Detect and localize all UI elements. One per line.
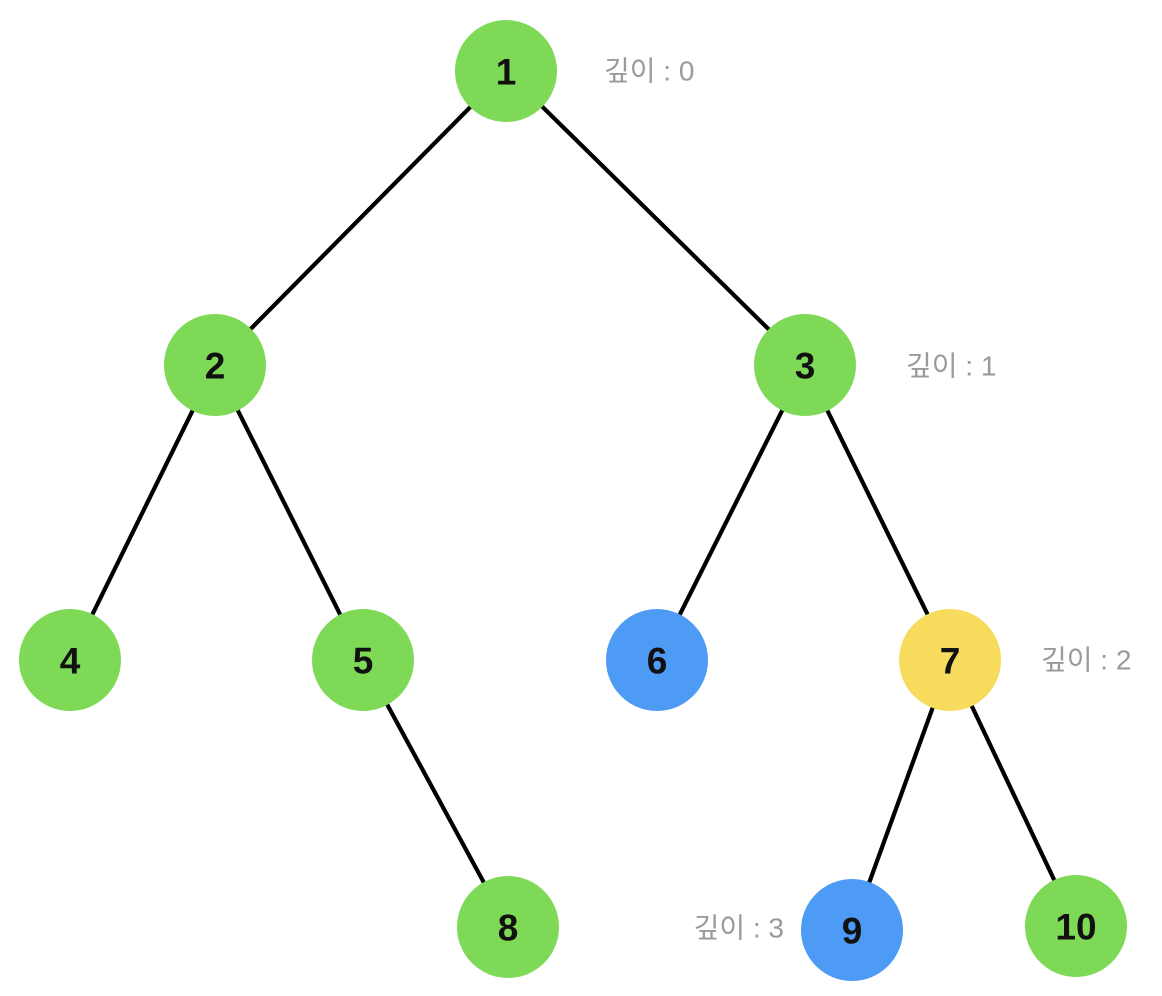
tree-edge-2-5 bbox=[213, 364, 365, 661]
tree-edge-3-7 bbox=[803, 364, 952, 661]
depth-labels-layer: 깊이 : 0 깊이 : 1 깊이 : 2 깊이 : 3 bbox=[604, 56, 1131, 944]
node-label-6: 6 bbox=[647, 641, 668, 682]
tree-node-3[interactable]: 3 bbox=[754, 314, 856, 416]
node-label-8: 8 bbox=[498, 908, 519, 949]
tree-node-10[interactable]: 10 bbox=[1025, 875, 1127, 977]
node-label-9: 9 bbox=[842, 911, 863, 952]
depth-label-d1: 깊이 : 1 bbox=[906, 351, 996, 382]
tree-node-8[interactable]: 8 bbox=[457, 876, 559, 978]
node-circle-6[interactable] bbox=[606, 609, 708, 711]
node-circle-4[interactable] bbox=[19, 609, 121, 711]
tree-node-7[interactable]: 7 bbox=[899, 609, 1001, 711]
node-label-4: 4 bbox=[60, 641, 81, 682]
depth-label-d2: 깊이 : 2 bbox=[1041, 645, 1131, 676]
nodes-layer: 1 2 3 4 5 6 7 8 9 10 bbox=[19, 20, 1127, 981]
node-circle-1[interactable] bbox=[455, 20, 557, 122]
tree-edge-2-4 bbox=[68, 364, 217, 661]
tree-edge-1-2 bbox=[213, 69, 508, 367]
node-circle-7[interactable] bbox=[899, 609, 1001, 711]
node-circle-9[interactable] bbox=[801, 879, 903, 981]
node-circle-10[interactable] bbox=[1025, 875, 1127, 977]
node-circle-8[interactable] bbox=[457, 876, 559, 978]
edges-layer bbox=[68, 69, 1078, 931]
node-circle-2[interactable] bbox=[164, 314, 266, 416]
tree-node-6[interactable]: 6 bbox=[606, 609, 708, 711]
depth-label-d3: 깊이 : 3 bbox=[694, 913, 784, 944]
tree-node-9[interactable]: 9 bbox=[801, 879, 903, 981]
node-label-2: 2 bbox=[205, 346, 226, 387]
node-label-1: 1 bbox=[496, 52, 517, 93]
node-label-7: 7 bbox=[940, 641, 961, 682]
node-label-10: 10 bbox=[1055, 907, 1096, 948]
node-label-5: 5 bbox=[353, 641, 374, 682]
tree-edge-1-3 bbox=[504, 69, 807, 367]
tree-node-2[interactable]: 2 bbox=[164, 314, 266, 416]
node-circle-5[interactable] bbox=[312, 609, 414, 711]
depth-label-d0: 깊이 : 0 bbox=[604, 56, 694, 87]
tree-node-1[interactable]: 1 bbox=[455, 20, 557, 122]
tree-edge-3-6 bbox=[655, 364, 807, 661]
node-circle-3[interactable] bbox=[754, 314, 856, 416]
tree-node-4[interactable]: 4 bbox=[19, 609, 121, 711]
node-label-3: 3 bbox=[795, 346, 816, 387]
tree-node-5[interactable]: 5 bbox=[312, 609, 414, 711]
